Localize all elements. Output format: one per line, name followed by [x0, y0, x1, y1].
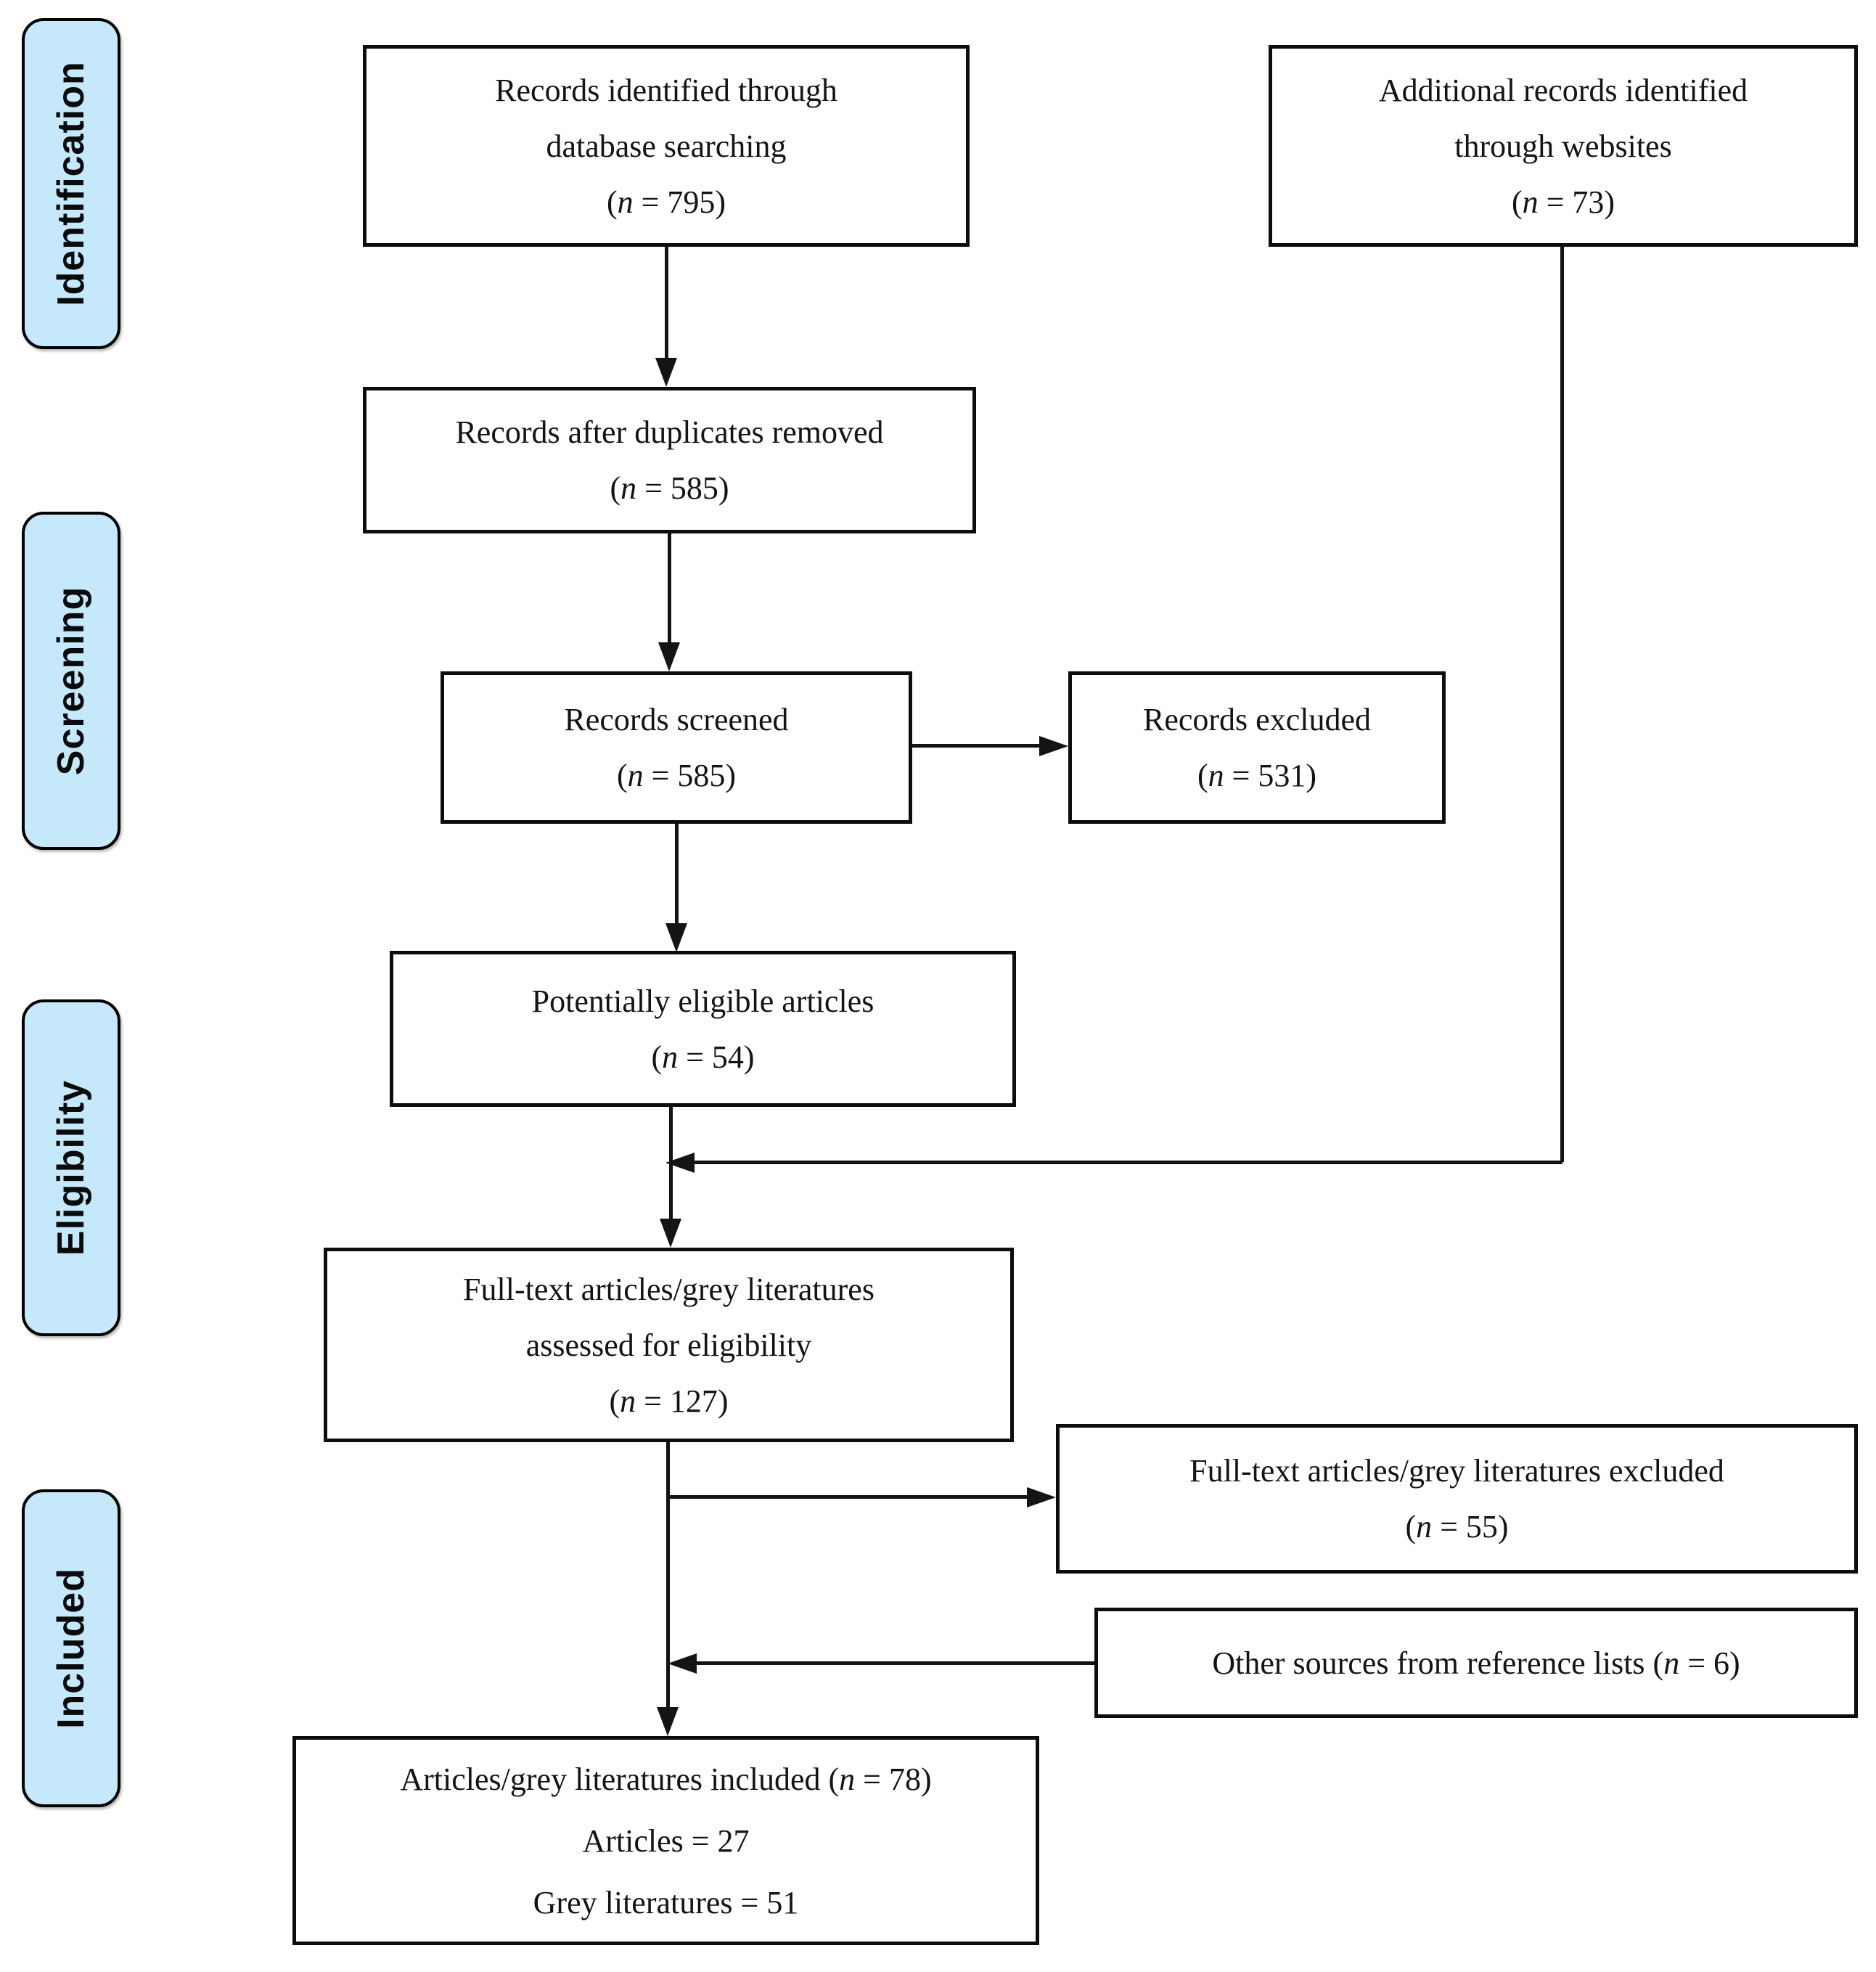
arrowhead-down — [655, 358, 677, 387]
box-included-articles-line1: Articles/grey literatures included (n = … — [400, 1761, 932, 1797]
arrow-assessed-to-included — [666, 1442, 670, 1709]
box-records-screened-count: (n = 585) — [616, 758, 737, 793]
box-potentially-eligible-line1: Potentially eligible articles — [531, 983, 874, 1019]
arrow-screened-to-excluded — [912, 744, 1041, 748]
box-fulltext-assessed-line2: assessed for eligibility — [525, 1327, 812, 1363]
stage-identification: Identification — [22, 18, 120, 349]
arrow-duplicates-to-screened — [668, 533, 671, 644]
box-records-identified: Records identified through database sear… — [363, 45, 970, 247]
box-records-screened-line1: Records screened — [564, 702, 789, 737]
stage-included-label: Included — [50, 1568, 93, 1729]
box-fulltext-excluded-count: (n = 55) — [1405, 1509, 1509, 1545]
stage-included: Included — [22, 1489, 120, 1807]
box-fulltext-excluded: Full-text articles/grey literatures excl… — [1056, 1424, 1858, 1574]
line-websites-down — [1560, 247, 1564, 1162]
box-included-articles-line3: Grey literatures = 51 — [533, 1884, 799, 1920]
arrowhead-left — [668, 1653, 697, 1674]
arrow-othersources-join — [695, 1661, 1094, 1665]
box-fulltext-assessed: Full-text articles/grey literatures asse… — [324, 1248, 1014, 1442]
stage-screening-label: Screening — [50, 586, 93, 776]
box-duplicates-removed-count: (n = 585) — [610, 470, 729, 506]
box-additional-records-line1: Additional records identified — [1378, 72, 1748, 108]
stage-identification-label: Identification — [50, 61, 92, 306]
box-included-articles: Articles/grey literatures included (n = … — [292, 1736, 1039, 1945]
arrowhead-left — [665, 1153, 695, 1173]
arrow-assessed-to-excluded — [668, 1495, 1028, 1499]
box-duplicates-removed-line1: Records after duplicates removed — [455, 414, 884, 450]
box-fulltext-assessed-count: (n = 127) — [609, 1383, 729, 1419]
stage-eligibility: Eligibility — [22, 999, 120, 1336]
box-duplicates-removed: Records after duplicates removed (n = 58… — [363, 387, 976, 533]
box-records-excluded-count: (n = 531) — [1197, 758, 1317, 793]
box-other-sources-line1: Other sources from reference lists (n = … — [1212, 1645, 1740, 1681]
stage-eligibility-label: Eligibility — [50, 1079, 93, 1256]
arrowhead-right — [1027, 1487, 1056, 1507]
box-records-identified-line1: Records identified through — [495, 72, 837, 108]
arrowhead-down — [657, 1707, 679, 1736]
box-other-sources: Other sources from reference lists (n = … — [1094, 1608, 1858, 1718]
box-potentially-eligible: Potentially eligible articles (n = 54) — [390, 951, 1016, 1107]
arrowhead-right — [1039, 736, 1068, 756]
box-records-screened: Records screened (n = 585) — [441, 671, 912, 824]
arrow-screened-to-eligible — [675, 824, 679, 925]
box-records-identified-count: (n = 795) — [606, 184, 726, 220]
box-records-excluded-line1: Records excluded — [1143, 702, 1371, 737]
stage-screening: Screening — [22, 512, 120, 850]
box-potentially-eligible-count: (n = 54) — [651, 1039, 755, 1075]
box-fulltext-assessed-line1: Full-text articles/grey literatures — [463, 1271, 874, 1307]
box-fulltext-excluded-line1: Full-text articles/grey literatures excl… — [1189, 1453, 1724, 1489]
box-records-identified-line2: database searching — [546, 128, 787, 164]
box-records-excluded: Records excluded (n = 531) — [1068, 671, 1446, 824]
box-additional-records-count: (n = 73) — [1511, 184, 1615, 220]
arrowhead-down — [660, 1219, 681, 1248]
box-included-articles-line2: Articles = 27 — [582, 1822, 750, 1859]
box-additional-records-line2: through websites — [1454, 128, 1672, 164]
arrowhead-down — [665, 923, 687, 952]
arrow-websites-join — [695, 1161, 1562, 1164]
box-additional-records: Additional records identified through we… — [1269, 45, 1858, 247]
arrow-identified-to-duplicates — [665, 247, 668, 359]
arrowhead-down — [658, 642, 680, 671]
